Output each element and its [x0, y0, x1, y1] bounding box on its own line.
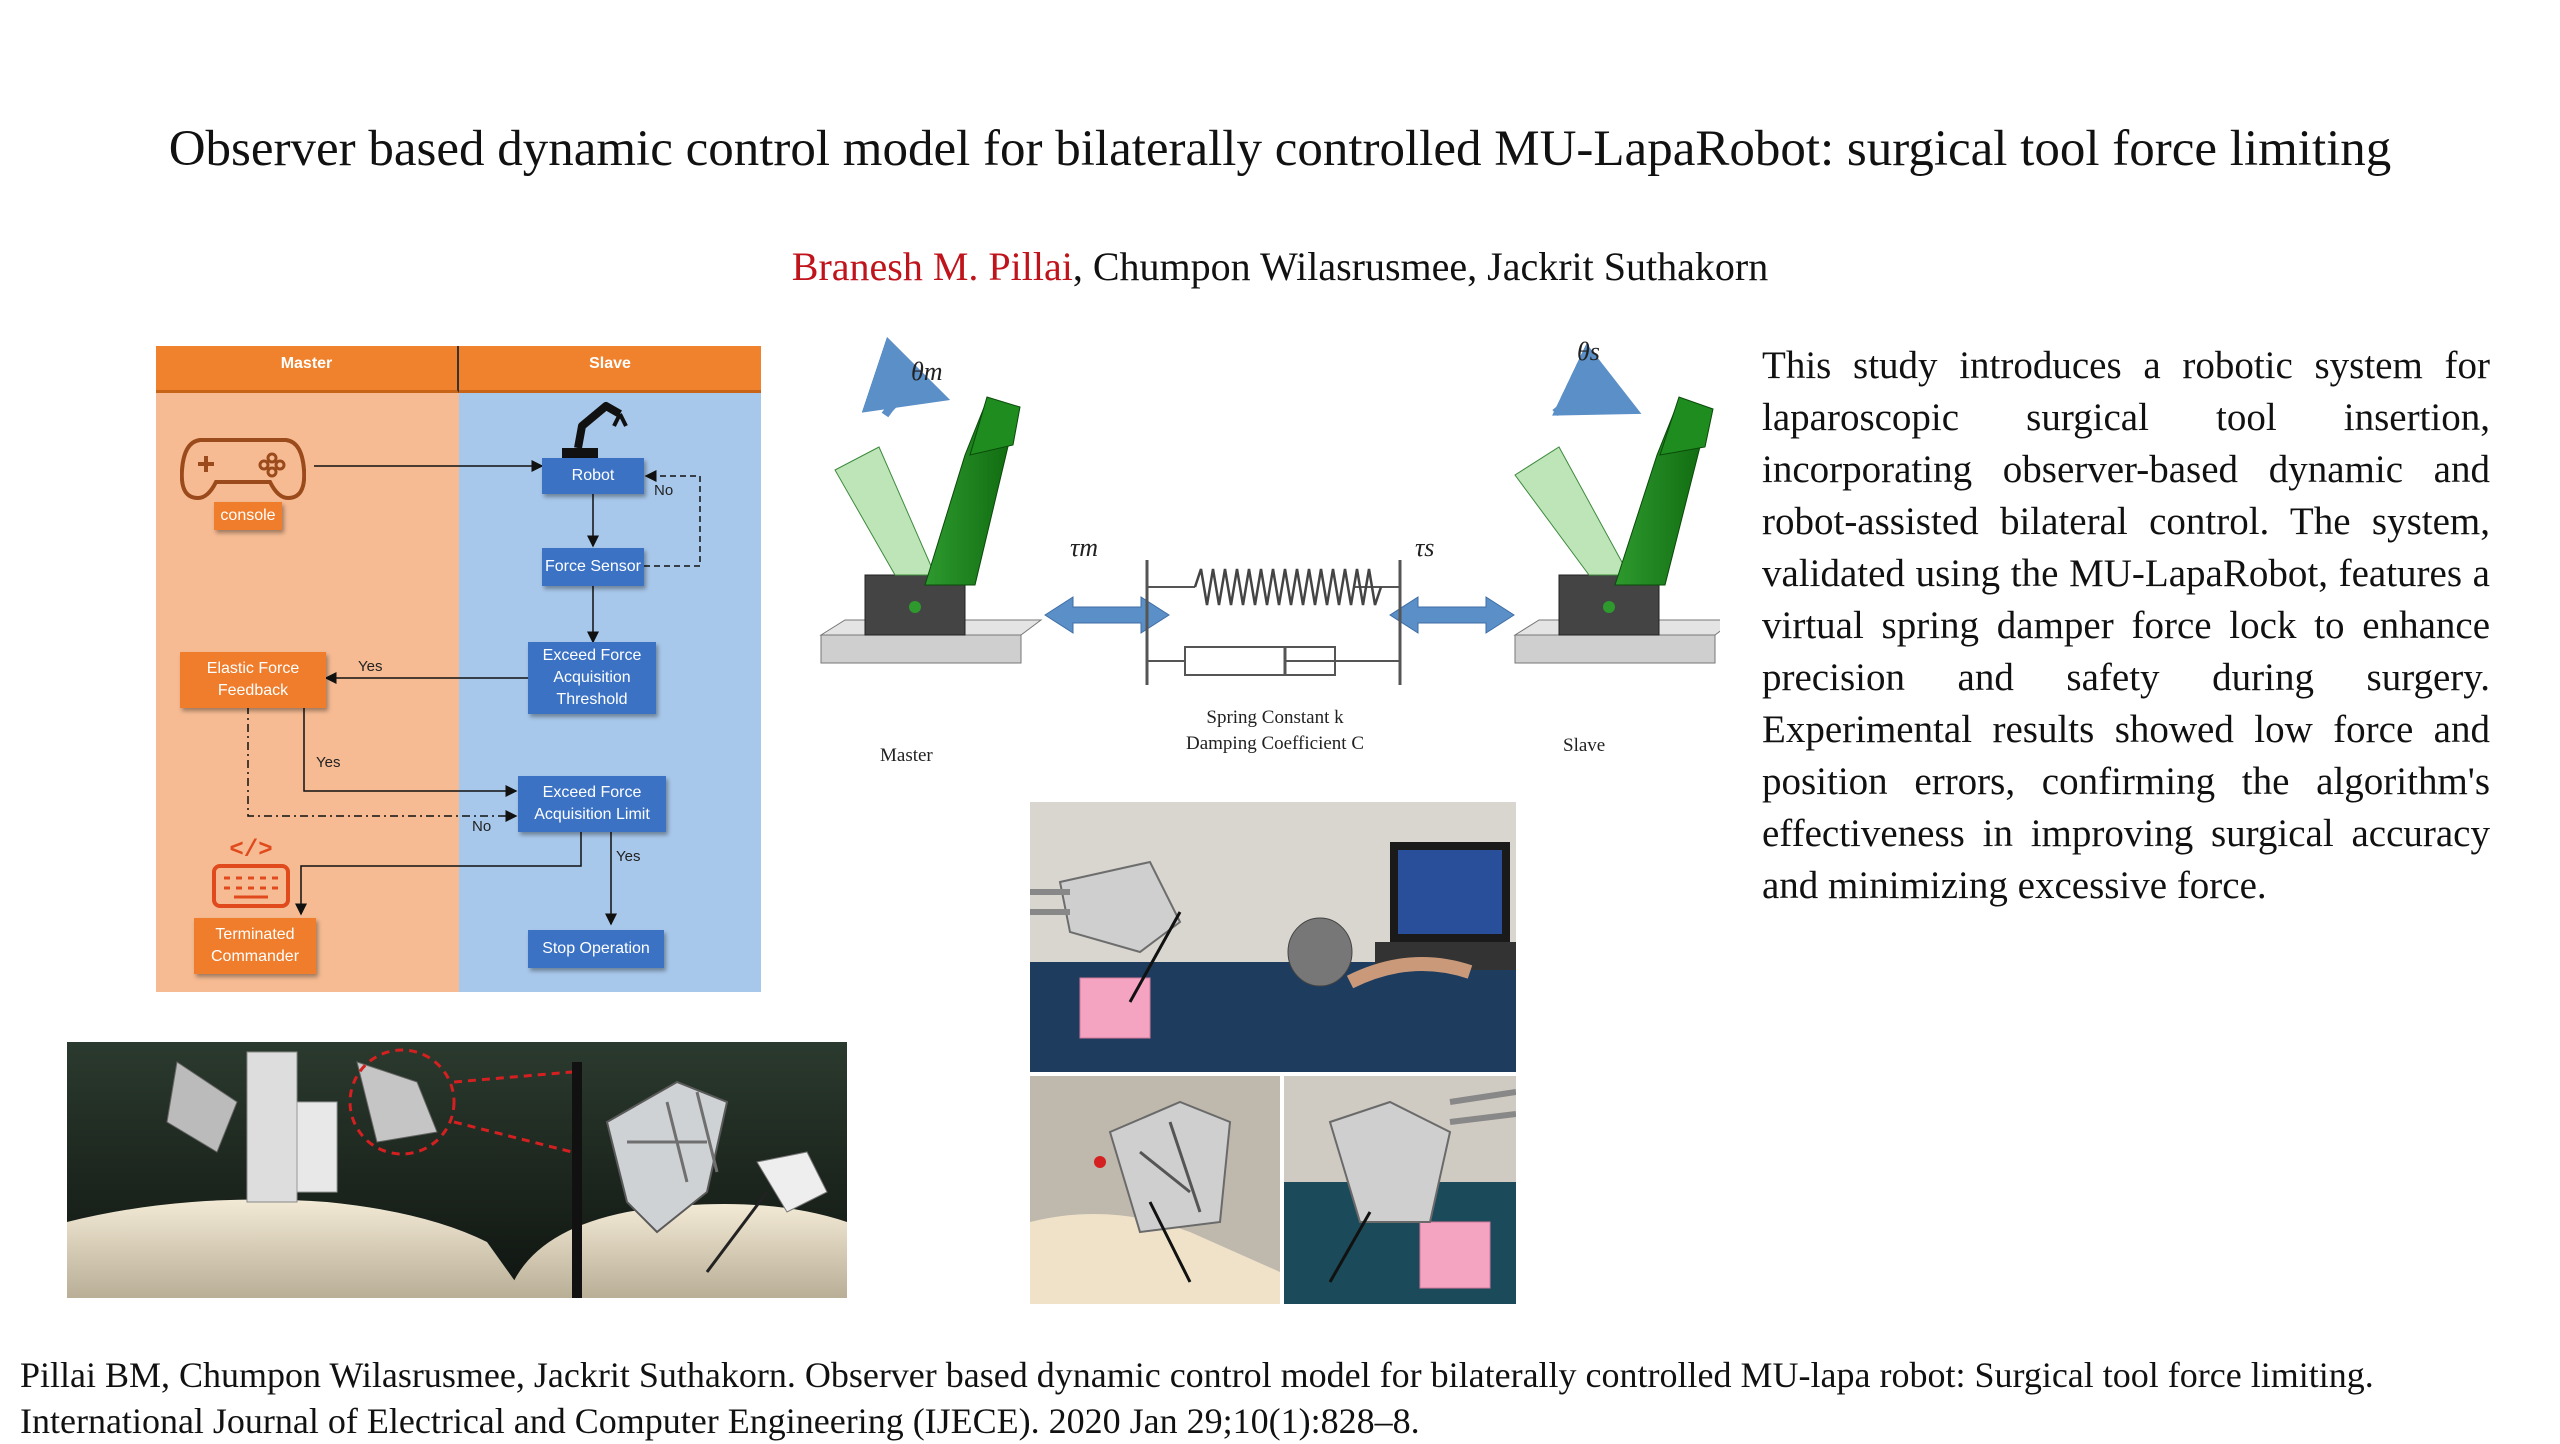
yes-label-3: Yes: [616, 848, 641, 865]
exceed-limit-line-1: Exceed Force: [542, 784, 642, 801]
keyboard-code-icon: </>: [212, 837, 290, 908]
master-label: Master: [880, 745, 933, 766]
spring-damper-graphic: [819, 336, 1720, 685]
exceed-threshold-line-3: Threshold: [556, 691, 628, 708]
flowchart-connectors: [247, 460, 701, 926]
tau-s-label: τs: [1415, 533, 1435, 562]
author-list: Branesh M. Pillai, Chumpon Wilasrusmee, …: [0, 242, 2560, 292]
no-label-2: No: [472, 818, 492, 835]
tau-m-label: τm: [1070, 533, 1099, 562]
terminated-line-2: Commander: [210, 948, 300, 965]
console-box: console: [214, 502, 282, 530]
damping-coefficient-label: Damping Coefficient C: [1185, 733, 1364, 754]
gamepad-icon: [180, 438, 306, 501]
robot-box: Robot: [542, 458, 644, 494]
exceed-threshold-line-2: Acquisition: [553, 669, 631, 686]
elastic-feedback-line-1: Elastic Force: [206, 660, 300, 677]
citation-line-1: Pillai BM, Chumpon Wilasrusmee, Jackrit …: [20, 1355, 2374, 1395]
elastic-feedback-line-2: Feedback: [217, 682, 289, 699]
yes-label-1: Yes: [358, 658, 383, 675]
exceed-threshold-line-1: Exceed Force: [542, 647, 642, 664]
paper-title: Observer based dynamic control model for…: [168, 121, 2392, 177]
stop-operation-box: Stop Operation: [528, 930, 664, 968]
spring-constant-label: Spring Constant k: [1206, 707, 1344, 728]
first-author: Branesh M. Pillai: [791, 244, 1073, 289]
terminated-box: Terminated Commander: [194, 918, 316, 974]
control-flowchart: Master Slave console: [156, 346, 761, 992]
no-label-1: No: [654, 482, 674, 499]
spring-damper-diagram: θm θs τm τs Spring Constant k Damping Co…: [815, 335, 1720, 775]
terminated-line-1: Terminated: [215, 926, 295, 943]
experiment-photo-graphic: [1030, 802, 1516, 1304]
co-authors: , Chumpon Wilasrusmee, Jackrit Suthakorn: [1072, 244, 1769, 289]
robot-arm-icon: [562, 402, 628, 458]
exceed-limit-box: Exceed Force Acquisition Limit: [518, 776, 666, 832]
master-device: [819, 336, 1043, 664]
slave-device: [1513, 343, 1720, 664]
yes-label-2: Yes: [316, 754, 341, 771]
exceed-limit-line-2: Acquisition Limit: [534, 806, 650, 823]
surgical-robot-photo-graphic: [67, 1042, 847, 1298]
exceed-threshold-box: Exceed Force Acquisition Threshold: [528, 642, 656, 714]
slave-lane-header: Slave: [459, 346, 761, 393]
theta-m-label: θm: [911, 357, 943, 386]
svg-text:</>: </>: [229, 837, 272, 864]
slave-label: Slave: [1563, 735, 1606, 756]
experiment-photo-collage: [1030, 802, 1516, 1304]
surgical-robot-photo: [67, 1042, 847, 1298]
master-lane-header: Master: [156, 346, 459, 393]
citation: Pillai BM, Chumpon Wilasrusmee, Jackrit …: [20, 1352, 2550, 1444]
abstract-text: This study introduces a robotic system f…: [1762, 344, 2490, 907]
force-sensor-box: Force Sensor: [542, 548, 644, 586]
citation-line-2: International Journal of Electrical and …: [20, 1401, 1420, 1441]
theta-s-label: θs: [1577, 337, 1600, 366]
elastic-feedback-box: Elastic Force Feedback: [180, 652, 326, 708]
